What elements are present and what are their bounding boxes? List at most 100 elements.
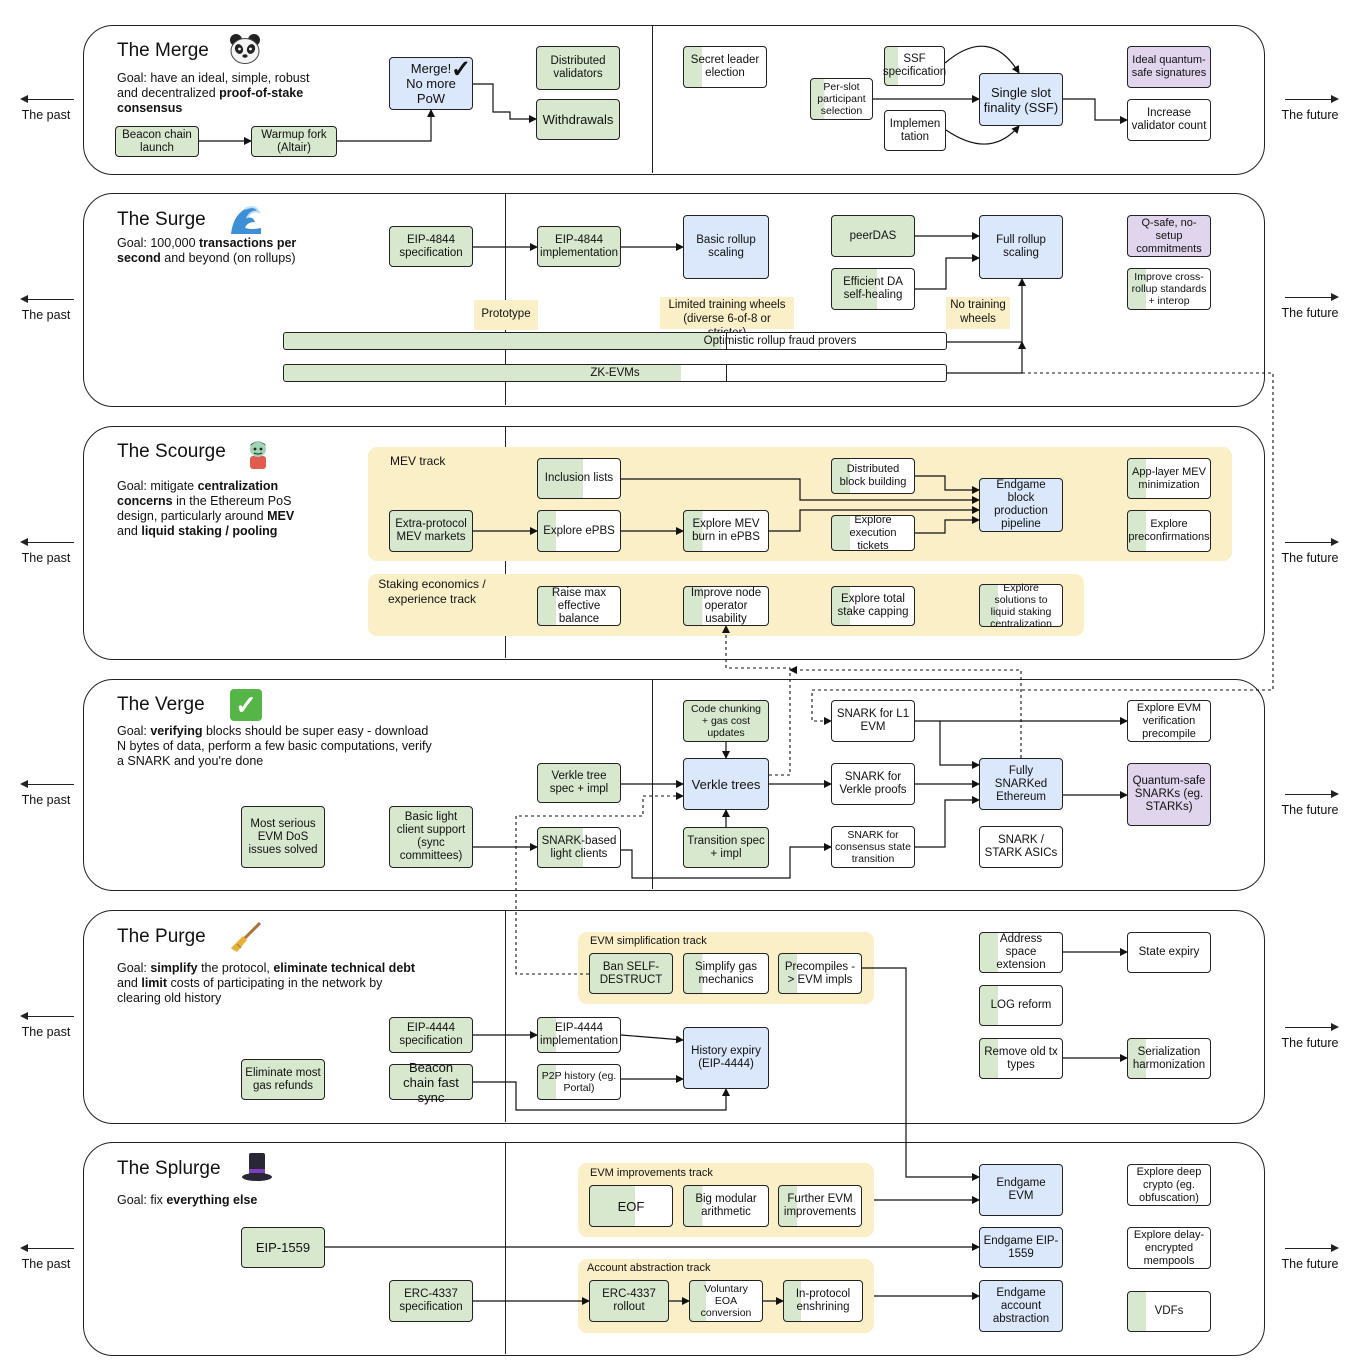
node-beacon-chain-launch[interactable]: Beacon chain launch bbox=[115, 126, 199, 157]
future-label: The future bbox=[1281, 803, 1339, 817]
node-in-protocol-enshrining[interactable]: In-protocol enshrining bbox=[783, 1280, 863, 1322]
future-arrow bbox=[1285, 1243, 1339, 1252]
checkmark-icon: ✓ bbox=[451, 56, 472, 83]
node-verkle-tree-spec[interactable]: Verkle tree spec + impl bbox=[537, 763, 621, 803]
node-fully-snarked-ethereum[interactable]: Fully SNARKed Ethereum bbox=[979, 758, 1063, 810]
node-further-evm-improvements[interactable]: Further EVM improvements bbox=[778, 1185, 862, 1227]
node-p2p-history[interactable]: P2P history (eg. Portal) bbox=[537, 1064, 621, 1100]
node-erc4337-specification[interactable]: ERC-4337 specification bbox=[389, 1280, 473, 1322]
node-log-reform[interactable]: LOG reform bbox=[979, 985, 1063, 1026]
node-liquid-staking-centralization[interactable]: Explore solutions to liquid staking cent… bbox=[979, 582, 1063, 630]
goal-text: the protocol, bbox=[197, 961, 274, 975]
future-arrow bbox=[1285, 789, 1339, 798]
node-delay-encrypted-mempools[interactable]: Explore delay-encrypted mempools bbox=[1127, 1227, 1211, 1269]
node-beacon-chain-fast-sync[interactable]: Beacon chain fast sync bbox=[389, 1060, 473, 1105]
node-eip4844-implementation[interactable]: EIP-4844 implementation bbox=[537, 226, 621, 267]
node-explore-deep-crypto[interactable]: Explore deep crypto (eg. obfuscation) bbox=[1127, 1164, 1211, 1206]
future-label: The future bbox=[1281, 108, 1339, 122]
node-single-slot-finality[interactable]: Single slot finality (SSF) bbox=[979, 73, 1063, 126]
goal-text: Goal: mitigate bbox=[117, 479, 198, 493]
node-warmup-fork[interactable]: Warmup fork (Altair) bbox=[251, 126, 337, 157]
node-snark-for-l1-evm[interactable]: SNARK for L1 EVM bbox=[831, 700, 915, 742]
future-label: The future bbox=[1281, 551, 1339, 565]
node-basic-light-client-support[interactable]: Basic light client support (sync committ… bbox=[389, 806, 473, 868]
scourge-title: The Scourge bbox=[117, 441, 226, 462]
node-extra-protocol-mev-markets[interactable]: Extra-protocol MEV markets bbox=[389, 510, 473, 552]
scourge-goal: Goal: mitigate centralization concerns i… bbox=[117, 479, 307, 539]
future-arrow bbox=[1285, 1022, 1339, 1031]
node-erc4337-rollout[interactable]: ERC-4337 rollout bbox=[589, 1280, 669, 1322]
past-arrow bbox=[20, 94, 74, 103]
node-snark-for-consensus-state[interactable]: SNARK for consensus state transition bbox=[831, 826, 915, 868]
node-basic-rollup-scaling[interactable]: Basic rollup scaling bbox=[683, 215, 769, 279]
node-evm-dos-issues-solved[interactable]: Most serious EVM DoS issues solved bbox=[241, 806, 325, 868]
node-eip4844-specification[interactable]: EIP-4844 specification bbox=[389, 226, 473, 267]
node-improve-node-operator-usability[interactable]: Improve node operator usability bbox=[683, 586, 769, 626]
node-full-rollup-scaling[interactable]: Full rollup scaling bbox=[979, 215, 1063, 279]
node-eliminate-gas-refunds[interactable]: Eliminate most gas refunds bbox=[241, 1059, 325, 1100]
node-ssf-specification[interactable]: SSF specification bbox=[883, 46, 946, 86]
purge-divider bbox=[505, 911, 506, 1122]
past-label: The past bbox=[21, 1025, 71, 1039]
node-per-slot-participant-selection[interactable]: Per-slot participant selection bbox=[810, 78, 873, 120]
node-increase-validator-count[interactable]: Increase validator count bbox=[1127, 99, 1211, 141]
node-inclusion-lists[interactable]: Inclusion lists bbox=[537, 458, 621, 499]
node-efficient-da-self-healing[interactable]: Efficient DA self-healing bbox=[831, 268, 915, 310]
node-explore-total-stake-capping[interactable]: Explore total stake capping bbox=[831, 586, 915, 626]
node-cross-rollup-standards[interactable]: Improve cross-rollup standards + interop bbox=[1127, 268, 1211, 310]
node-merge[interactable]: Merge! No more PoW bbox=[389, 57, 473, 110]
splurge-divider bbox=[505, 1143, 506, 1354]
node-remove-old-tx-types[interactable]: Remove old tx types bbox=[979, 1038, 1063, 1079]
node-history-expiry[interactable]: History expiry (EIP-4444) bbox=[683, 1027, 769, 1089]
node-endgame-evm[interactable]: Endgame EVM bbox=[979, 1164, 1063, 1216]
note-prototype: Prototype bbox=[474, 300, 538, 330]
node-explore-mev-burn[interactable]: Explore MEV burn in ePBS bbox=[683, 510, 769, 552]
node-precompiles-to-evm[interactable]: Precompiles -> EVM impls bbox=[778, 953, 862, 994]
bar-milestone-marker bbox=[726, 365, 727, 381]
past-label: The past bbox=[21, 793, 71, 807]
node-qsafe-commitments[interactable]: Q-safe, no-setup commitments bbox=[1127, 215, 1211, 257]
node-snark-stark-asics[interactable]: SNARK / STARK ASICs bbox=[979, 826, 1063, 868]
node-secret-leader-election[interactable]: Secret leader election bbox=[683, 46, 767, 88]
node-evm-verification-precompile[interactable]: Explore EVM verification precompile bbox=[1127, 700, 1211, 742]
node-endgame-account-abstraction[interactable]: Endgame account abstraction bbox=[979, 1280, 1063, 1332]
node-voluntary-eoa-conversion[interactable]: Voluntary EOA conversion bbox=[689, 1280, 763, 1322]
goal-text: and bbox=[117, 976, 142, 990]
node-raise-max-effective-balance[interactable]: Raise max effective balance bbox=[537, 586, 621, 626]
node-eip4444-implementation[interactable]: EIP-4444 implementation bbox=[537, 1017, 621, 1053]
broom-icon bbox=[229, 920, 263, 959]
node-app-layer-mev-minimization[interactable]: App-layer MEV minimization bbox=[1127, 458, 1211, 499]
node-ssf-implementation[interactable]: Implemen tation bbox=[884, 110, 946, 151]
node-eof[interactable]: EOF bbox=[589, 1185, 673, 1227]
node-serialization-harmonization[interactable]: Serialization harmonization bbox=[1127, 1038, 1211, 1079]
goal-text: Goal: bbox=[117, 961, 151, 975]
node-distributed-validators[interactable]: Distributed validators bbox=[536, 46, 620, 90]
node-snark-based-light-clients[interactable]: SNARK-based light clients bbox=[537, 827, 621, 868]
past-arrow bbox=[20, 1011, 74, 1020]
node-simplify-gas-mechanics[interactable]: Simplify gas mechanics bbox=[683, 953, 769, 994]
node-state-expiry[interactable]: State expiry bbox=[1127, 932, 1211, 973]
node-explore-execution-tickets[interactable]: Explore execution tickets bbox=[831, 514, 915, 552]
node-endgame-block-production-pipeline[interactable]: Endgame block production pipeline bbox=[979, 478, 1063, 532]
node-eip4444-specification[interactable]: EIP-4444 specification bbox=[389, 1017, 473, 1053]
node-eip1559[interactable]: EIP-1559 bbox=[241, 1227, 325, 1268]
node-vdfs[interactable]: VDFs bbox=[1127, 1291, 1211, 1332]
goal-emphasis: eliminate technical debt bbox=[273, 961, 416, 975]
node-ban-selfdestruct[interactable]: Ban SELF-DESTRUCT bbox=[589, 953, 673, 994]
node-peerdas[interactable]: peerDAS bbox=[831, 215, 915, 257]
node-address-space-extension[interactable]: Address space extension bbox=[979, 932, 1063, 973]
node-transition-spec[interactable]: Transition spec + impl bbox=[683, 827, 769, 868]
node-big-modular-arithmetic[interactable]: Big modular arithmetic bbox=[683, 1185, 769, 1227]
node-explore-epbs[interactable]: Explore ePBS bbox=[537, 510, 621, 552]
node-ideal-quantum-safe-signatures[interactable]: Ideal quantum-safe signatures bbox=[1127, 46, 1211, 88]
surge-divider bbox=[505, 194, 506, 405]
node-distributed-block-building[interactable]: Distributed block building bbox=[831, 458, 915, 494]
node-code-chunking[interactable]: Code chunking + gas cost updates bbox=[683, 700, 769, 742]
bar-milestone-marker bbox=[726, 333, 727, 349]
node-endgame-eip1559[interactable]: Endgame EIP-1559 bbox=[979, 1227, 1063, 1268]
node-quantum-safe-snarks[interactable]: Quantum-safe SNARKs (eg. STARKs) bbox=[1127, 763, 1211, 826]
node-explore-preconfirmations[interactable]: Explore preconfirmations bbox=[1127, 510, 1211, 552]
node-withdrawals[interactable]: Withdrawals bbox=[536, 99, 620, 140]
node-verkle-trees[interactable]: Verkle trees bbox=[683, 758, 769, 810]
node-snark-for-verkle-proofs[interactable]: SNARK for Verkle proofs bbox=[831, 763, 915, 805]
